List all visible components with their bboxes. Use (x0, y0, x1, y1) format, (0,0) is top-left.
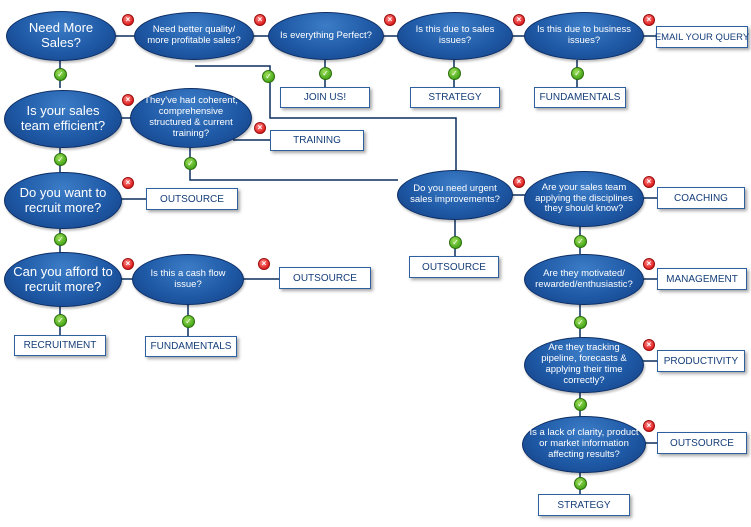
check-icon: ✓ (54, 233, 67, 246)
cross-icon: × (122, 94, 134, 106)
check-icon: ✓ (571, 67, 584, 80)
node-is-everything-perfect: Is everything Perfect? (268, 12, 384, 60)
check-icon: ✓ (319, 67, 332, 80)
check-icon: ✓ (574, 477, 587, 490)
outcome-strategy-bottom: STRATEGY (538, 494, 630, 516)
outcome-join-us: JOIN US! (280, 87, 370, 108)
node-want-recruit: Do you want to recruit more? (4, 172, 122, 229)
outcome-outsource-urgent: OUTSOURCE (409, 256, 499, 278)
check-icon: ✓ (448, 67, 461, 80)
cross-icon: × (643, 420, 655, 432)
node-team-efficient: Is your sales team efficient? (4, 90, 122, 148)
node-need-more-sales: Need More Sales? (6, 11, 116, 61)
check-icon: ✓ (574, 316, 587, 329)
check-icon: ✓ (574, 235, 587, 248)
check-icon: ✓ (262, 70, 275, 83)
check-icon: ✓ (54, 68, 67, 81)
node-cash-flow: Is this a cash flow issue? (132, 254, 244, 305)
check-icon: ✓ (449, 236, 462, 249)
cross-icon: × (513, 14, 525, 26)
outcome-coaching: COACHING (657, 187, 745, 209)
cross-icon: × (254, 14, 266, 26)
node-motivated: Are they motivated/ rewarded/enthusiasti… (524, 254, 644, 305)
outcome-training: TRAINING (270, 130, 364, 151)
outcome-fundamentals-cash: FUNDAMENTALS (145, 336, 237, 357)
outcome-email-query: EMAIL YOUR QUERY (655, 26, 749, 48)
cross-icon: × (122, 14, 134, 26)
check-icon: ✓ (182, 315, 195, 328)
cross-icon: × (254, 122, 266, 134)
outcome-management: MANAGEMENT (657, 268, 747, 290)
outcome-outsource-cash: OUTSOURCE (279, 267, 371, 289)
cross-icon: × (258, 258, 270, 270)
cross-icon: × (384, 14, 396, 26)
outcome-strategy-top: STRATEGY (410, 87, 500, 108)
node-applying-disciplines: Are your sales team applying the discipl… (524, 171, 644, 227)
node-need-urgent: Do you need urgent sales improvements? (397, 170, 513, 220)
check-icon: ✓ (184, 157, 197, 170)
node-better-quality: Need better quality/ more profitable sal… (134, 12, 254, 60)
connector-line (195, 65, 457, 170)
outcome-outsource-clarity: OUTSOURCE (657, 432, 747, 454)
outcome-fundamentals-top: FUNDAMENTALS (534, 87, 626, 108)
cross-icon: × (643, 14, 655, 26)
node-coherent-training: They've had coherent, comprehensive stru… (130, 88, 252, 148)
outcome-outsource-recruit: OUTSOURCE (146, 188, 238, 210)
connector-line (189, 148, 398, 181)
outcome-recruitment: RECRUITMENT (14, 335, 106, 356)
node-due-sales-issues: Is this due to sales issues? (397, 12, 513, 60)
cross-icon: × (643, 339, 655, 351)
node-lack-clarity: Is a lack of clarity, product or market … (522, 416, 646, 473)
node-tracking: Are they tracking pipeline, forecasts & … (524, 337, 644, 393)
cross-icon: × (122, 258, 134, 270)
cross-icon: × (643, 176, 655, 188)
outcome-productivity: PRODUCTIVITY (657, 350, 745, 372)
check-icon: ✓ (574, 398, 587, 411)
check-icon: ✓ (54, 153, 67, 166)
cross-icon: × (643, 258, 655, 270)
node-afford-recruit: Can you afford to recruit more? (4, 252, 122, 307)
check-icon: ✓ (54, 314, 67, 327)
node-due-business-issues: Is this due to business issues? (524, 12, 644, 60)
cross-icon: × (122, 177, 134, 189)
cross-icon: × (513, 176, 525, 188)
